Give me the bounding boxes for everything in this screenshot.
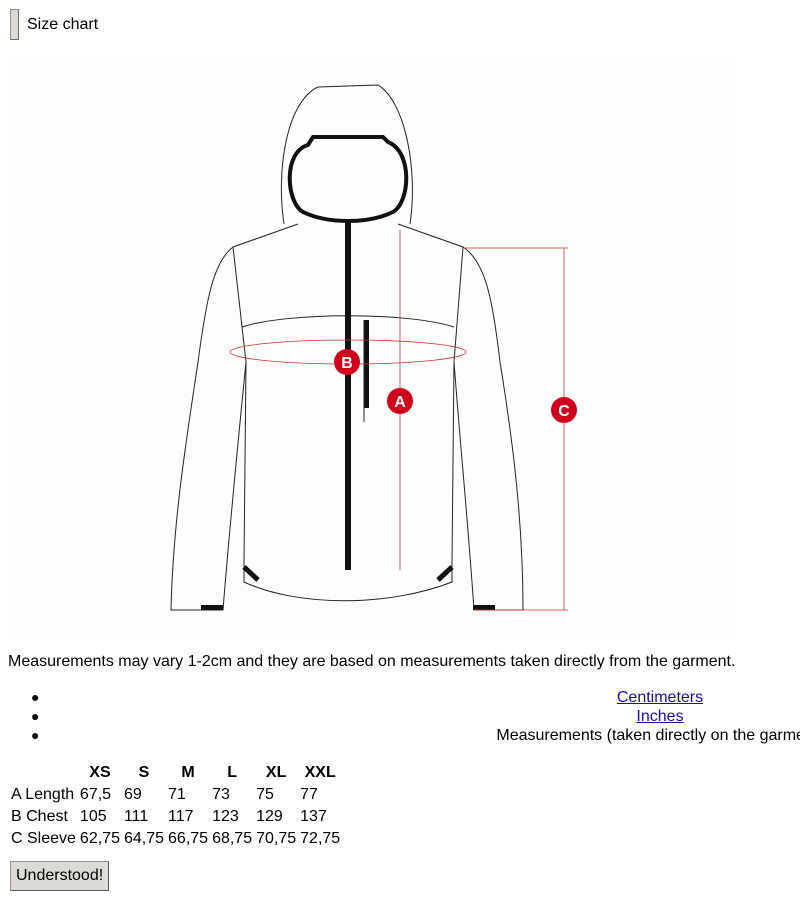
- table-cell: 70,75: [256, 830, 297, 847]
- table-cell: 67,5: [79, 786, 112, 803]
- table-cell: 77: [300, 786, 318, 803]
- table-cell: 111: [123, 808, 149, 825]
- jacket-body-outline: [170, 223, 524, 611]
- size-chart-button[interactable]: [10, 9, 19, 40]
- unit-options-list: ● Centimeters ● Inches ● Measurements (t…: [0, 688, 800, 745]
- list-item: ● Measurements (taken directly on the ga…: [0, 726, 800, 745]
- bullet-icon: ●: [31, 689, 40, 705]
- table-cell: 117: [168, 808, 194, 825]
- table-cell: 68,75: [212, 830, 253, 847]
- column-header: M: [181, 764, 195, 781]
- marker-b: B: [334, 349, 360, 375]
- jacket-hood-opening: [287, 135, 409, 223]
- jacket-hood-outline: [280, 84, 413, 225]
- jacket-measurement-illustration: B A C: [8, 62, 736, 640]
- marker-c: C: [551, 397, 577, 423]
- table-header-row: XS S M L XL XXL: [10, 763, 341, 783]
- column-header: XS: [89, 764, 111, 781]
- table-cell: 73: [212, 786, 230, 803]
- table-cell: 62,75: [79, 830, 120, 847]
- svg-text:C: C: [558, 403, 570, 420]
- column-header: XXL: [304, 764, 336, 781]
- bullet-icon: ●: [31, 708, 40, 724]
- understood-button[interactable]: Understood!: [10, 861, 110, 891]
- table-cell: 69: [123, 786, 142, 803]
- svg-text:A: A: [394, 394, 406, 411]
- centimeters-link[interactable]: Centimeters: [616, 689, 704, 706]
- jacket-zipper: [345, 220, 351, 570]
- column-header: L: [227, 764, 237, 781]
- size-table: XS S M L XL XXL A Length 67,5 69 71 73 7…: [8, 761, 343, 851]
- table-cell: 123: [212, 808, 239, 825]
- marker-a: A: [387, 388, 413, 414]
- table-cell: 71: [168, 786, 186, 803]
- table-row: A Length 67,5 69 71 73 75 77: [10, 785, 341, 805]
- table-cell: 105: [79, 808, 107, 825]
- measurement-note: Measurements may vary 1-2cm and they are…: [8, 653, 736, 670]
- column-header: S: [138, 764, 150, 781]
- table-cell: 137: [300, 808, 327, 825]
- row-label: C Sleeve: [11, 830, 76, 847]
- row-label: B Chest: [11, 808, 68, 825]
- table-cell: 66,75: [168, 830, 209, 847]
- table-cell: 129: [256, 808, 283, 825]
- size-chart-toggle[interactable]: Size chart: [10, 8, 98, 41]
- table-row: B Chest 105 111 117 123 129 137: [10, 807, 341, 827]
- list-item: ● Inches: [0, 707, 800, 726]
- list-item: ● Centimeters: [0, 688, 800, 707]
- row-label: A Length: [11, 786, 75, 803]
- column-header: XL: [265, 764, 287, 781]
- inches-link[interactable]: Inches: [636, 708, 684, 725]
- table-cell: 72,75: [300, 830, 341, 847]
- measurements-caption: Measurements (taken directly on the garm…: [496, 727, 800, 744]
- table-row: C Sleeve 62,75 64,75 66,75 68,75 70,75 7…: [10, 829, 341, 849]
- size-chart-label: Size chart: [27, 15, 99, 33]
- column-header: [10, 763, 77, 783]
- bullet-icon: ●: [31, 727, 40, 743]
- table-cell: 75: [256, 786, 274, 803]
- svg-text:B: B: [341, 355, 353, 372]
- table-cell: 64,75: [123, 830, 165, 847]
